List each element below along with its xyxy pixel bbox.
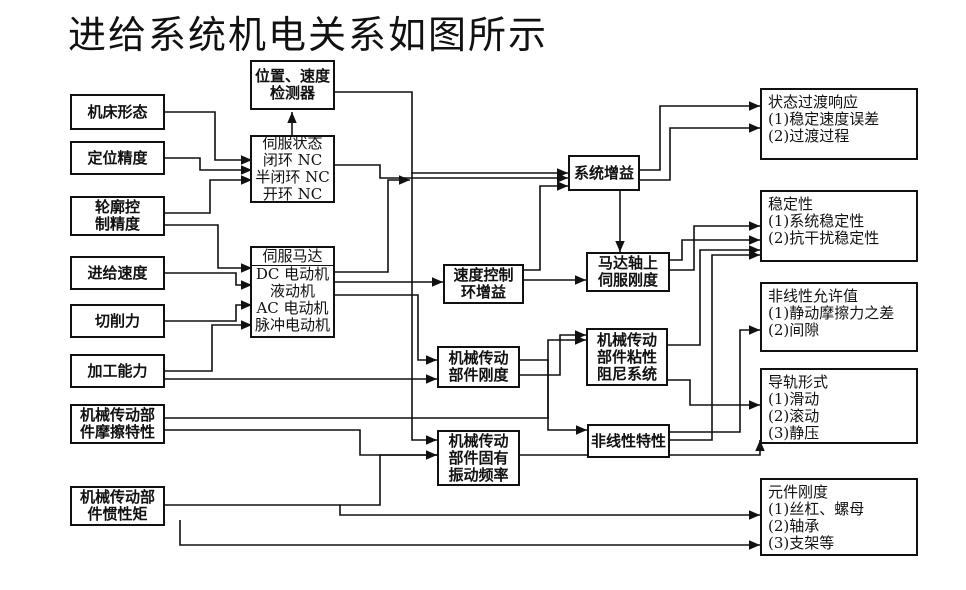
damping-label: 机械传动 部件粘性 阻尼系统: [596, 330, 657, 383]
input-machine-form: 机床形态: [70, 94, 165, 130]
mech-stiffness-label: 机械传动 部件刚度: [448, 349, 509, 384]
input-label: 定位精度: [87, 148, 148, 167]
output-item: (2)过渡过程: [768, 127, 850, 145]
output-title: 状态过渡响应: [768, 93, 859, 111]
detector-box: 位置、速度 检测器: [250, 60, 335, 110]
servo-motor-pulse: 脉冲电动机: [254, 316, 330, 334]
motor-stiffness-box: 马达轴上 伺服刚度: [586, 252, 670, 292]
output-item: (1)静动摩擦力之差: [768, 304, 895, 322]
nonlinear-box: 非线性特性: [587, 424, 670, 458]
input-label: 加工能力: [87, 361, 148, 380]
output-stability: 稳定性 (1)系统稳定性 (2)抗干扰稳定性: [760, 190, 918, 262]
detector-label: 位置、速度 检测器: [254, 67, 330, 102]
input-position-accuracy: 定位精度: [70, 141, 165, 175]
output-title: 稳定性: [768, 195, 814, 213]
damping-box: 机械传动 部件粘性 阻尼系统: [586, 328, 668, 386]
input-label: 轮廓控 制精度: [94, 198, 140, 233]
servo-state-open: 开环 NC: [262, 185, 323, 203]
output-item: (1)滑动: [768, 390, 820, 408]
input-label: 机械传动部 件惯性矩: [79, 488, 155, 523]
mech-stiffness-box: 机械传动 部件刚度: [437, 346, 520, 388]
output-item: (3)静压: [768, 424, 820, 442]
input-label: 机床形态: [87, 102, 148, 121]
output-nonlinear-allow: 非线性允许值 (1)静动摩擦力之差 (2)间隙: [760, 282, 918, 352]
input-friction: 机械传动部 件摩擦特性: [70, 404, 165, 444]
output-item: (2)轴承: [768, 517, 820, 535]
motor-stiffness-label: 马达轴上 伺服刚度: [597, 254, 658, 289]
output-item: (1)丝杠、螺母: [768, 500, 865, 518]
input-label: 机械传动部 件摩擦特性: [79, 406, 155, 441]
input-label: 切削力: [94, 311, 140, 330]
servo-motor-ac: AC 电动机: [256, 299, 329, 317]
nonlinear-label: 非线性特性: [590, 431, 666, 450]
servo-state-title: 伺服状态: [262, 134, 323, 152]
input-cutting-force: 切削力: [70, 304, 165, 338]
output-guide: 导轨形式 (1)滑动 (2)滚动 (3)静压: [760, 368, 918, 444]
servo-state-semi: 半闭环 NC: [255, 168, 330, 186]
input-contour-accuracy: 轮廓控 制精度: [70, 196, 165, 236]
servo-motor-hydraulic: 液动机: [269, 282, 315, 300]
input-label: 进给速度: [87, 263, 148, 282]
output-title: 导轨形式: [768, 373, 829, 391]
output-title: 元件刚度: [768, 483, 829, 501]
servo-state-closed: 闭环 NC: [262, 151, 323, 169]
servo-state-box: 伺服状态 闭环 NC 半闭环 NC 开环 NC: [250, 135, 335, 203]
output-item: (1)稳定速度误差: [768, 110, 880, 128]
servo-motor-box: 伺服马达 DC 电动机 液动机 AC 电动机 脉冲电动机: [250, 246, 335, 338]
output-item: (2)间隙: [768, 321, 820, 339]
input-machining-capacity: 加工能力: [70, 354, 165, 388]
output-transient: 状态过渡响应 (1)稳定速度误差 (2)过渡过程: [760, 88, 918, 160]
output-item: (2)抗干扰稳定性: [768, 229, 880, 247]
system-gain-box: 系统增益: [568, 155, 640, 191]
output-title: 非线性允许值: [768, 287, 859, 305]
input-inertia: 机械传动部 件惯性矩: [70, 486, 165, 526]
mech-frequency-label: 机械传动 部件固有 振动频率: [448, 431, 509, 484]
servo-motor-title: 伺服马达: [252, 248, 333, 266]
mech-frequency-box: 机械传动 部件固有 振动频率: [437, 430, 520, 486]
output-item: (3)支架等: [768, 534, 835, 552]
output-item: (2)滚动: [768, 407, 820, 425]
diagram-title: 进给系统机电关系如图所示: [68, 13, 549, 57]
servo-motor-dc: DC 电动机: [255, 265, 330, 283]
system-gain-label: 系统增益: [573, 163, 634, 182]
input-feed-speed: 进给速度: [70, 256, 165, 290]
speed-gain-box: 速度控制 环增益: [443, 264, 524, 304]
output-item: (1)系统稳定性: [768, 212, 865, 230]
speed-gain-label: 速度控制 环增益: [453, 266, 514, 301]
output-component-stiffness: 元件刚度 (1)丝杠、螺母 (2)轴承 (3)支架等: [760, 478, 918, 556]
